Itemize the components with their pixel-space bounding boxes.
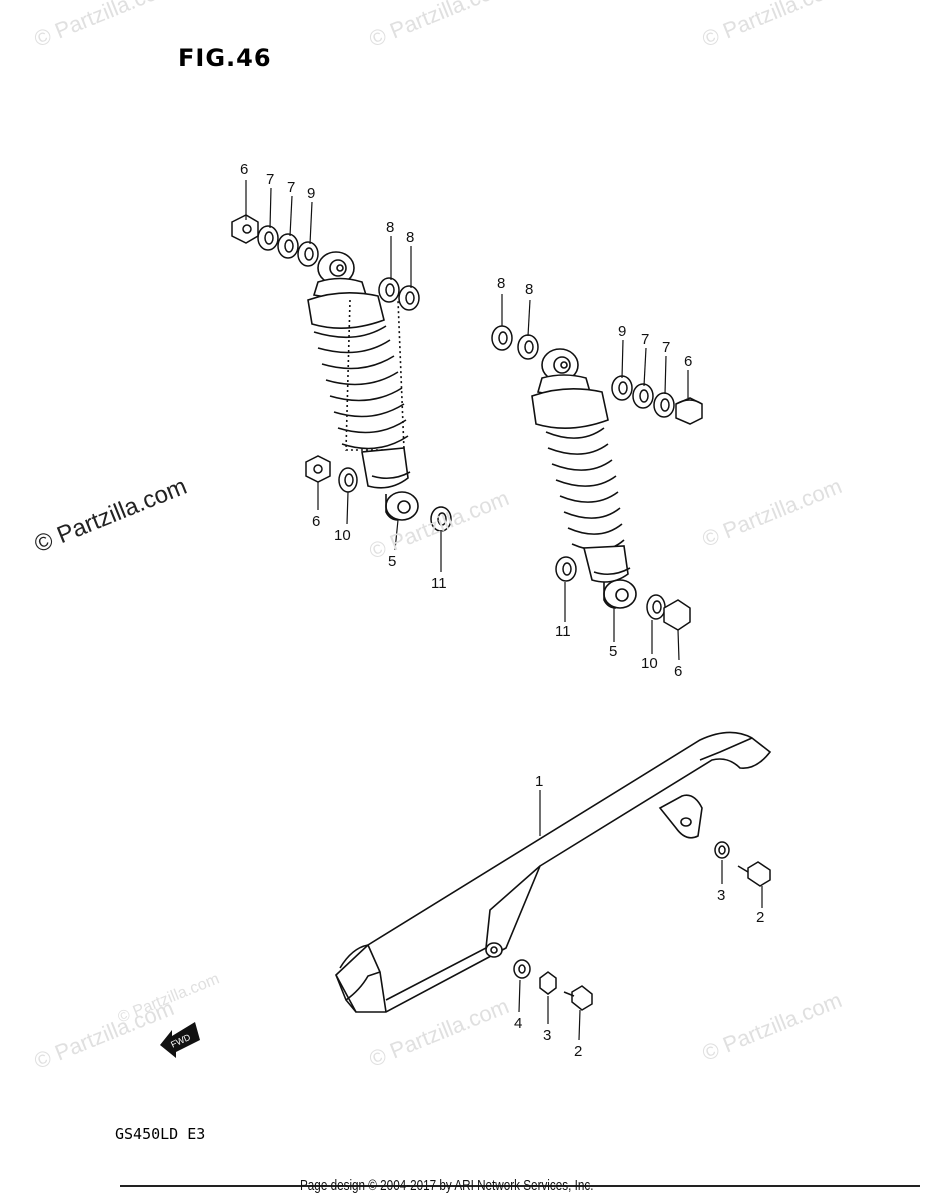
callout: 3 — [717, 887, 725, 904]
washer-9-left[interactable] — [297, 241, 319, 267]
callout: 2 — [756, 909, 764, 926]
washer-3-upper[interactable] — [714, 841, 730, 859]
rear-shock-left[interactable] — [307, 251, 419, 521]
washer-10-left[interactable] — [338, 467, 358, 493]
washer-7-left-a[interactable] — [257, 225, 279, 251]
callout: 7 — [266, 171, 274, 188]
chain-case[interactable] — [335, 731, 772, 1013]
callout: 6 — [674, 663, 682, 680]
rear-shock-right[interactable] — [531, 348, 637, 609]
callout: 5 — [609, 643, 617, 660]
cap-nut-right-top[interactable] — [675, 397, 703, 425]
washer-8-right-b[interactable] — [517, 334, 539, 360]
callout: 4 — [514, 1015, 522, 1032]
callout: 9 — [307, 185, 315, 202]
washer-8-left-b[interactable] — [398, 285, 420, 311]
washer-8-left-a[interactable] — [378, 277, 400, 303]
leader-lines — [245, 180, 763, 1041]
bolt-2-lower[interactable] — [563, 985, 593, 1011]
callout: 11 — [555, 623, 571, 640]
nut-6-left-bottom[interactable] — [305, 455, 331, 483]
washer-7-left-b[interactable] — [277, 233, 299, 259]
callout-labels: 6 7 7 9 8 8 6 10 5 11 8 8 9 7 7 6 11 5 1… — [240, 161, 764, 1060]
callout: 10 — [334, 527, 351, 544]
callout: 2 — [574, 1043, 582, 1060]
callout: 1 — [535, 773, 543, 790]
cap-nut-left-top[interactable] — [231, 214, 259, 244]
callout: 5 — [388, 553, 396, 570]
callout: 7 — [287, 179, 295, 196]
callout: 8 — [386, 219, 394, 236]
washer-7-right-a[interactable] — [632, 383, 654, 409]
forward-arrow-icon: FWD — [160, 1022, 200, 1058]
bolt-2-upper[interactable] — [737, 861, 771, 887]
callout: 8 — [497, 275, 505, 292]
callout: 11 — [431, 575, 447, 592]
callout: 9 — [618, 323, 626, 340]
callout: 3 — [543, 1027, 551, 1044]
footer-divider — [120, 1185, 920, 1187]
callout: 8 — [525, 281, 533, 298]
callout: 6 — [312, 513, 320, 530]
figure-title: FIG.46 — [178, 44, 272, 72]
washer-4[interactable] — [513, 959, 531, 979]
washer-11-left[interactable] — [430, 506, 452, 532]
washer-3-lower[interactable] — [539, 971, 557, 995]
cap-nut-right-bottom[interactable] — [663, 599, 691, 631]
callout: 10 — [641, 655, 658, 672]
callout: 7 — [641, 331, 649, 348]
callout: 7 — [662, 339, 670, 356]
callout: 6 — [684, 353, 692, 370]
model-code: GS450LD E3 — [115, 1125, 206, 1143]
callout: 6 — [240, 161, 248, 178]
footer-credit: Page design © 2004-2017 by ARI Network S… — [300, 1177, 594, 1194]
washer-10-right[interactable] — [646, 594, 666, 620]
washer-11-right[interactable] — [555, 556, 577, 582]
washer-8-right-a[interactable] — [491, 325, 513, 351]
washer-9-right[interactable] — [611, 375, 633, 401]
callout: 8 — [406, 229, 414, 246]
washer-7-right-b[interactable] — [653, 392, 675, 418]
